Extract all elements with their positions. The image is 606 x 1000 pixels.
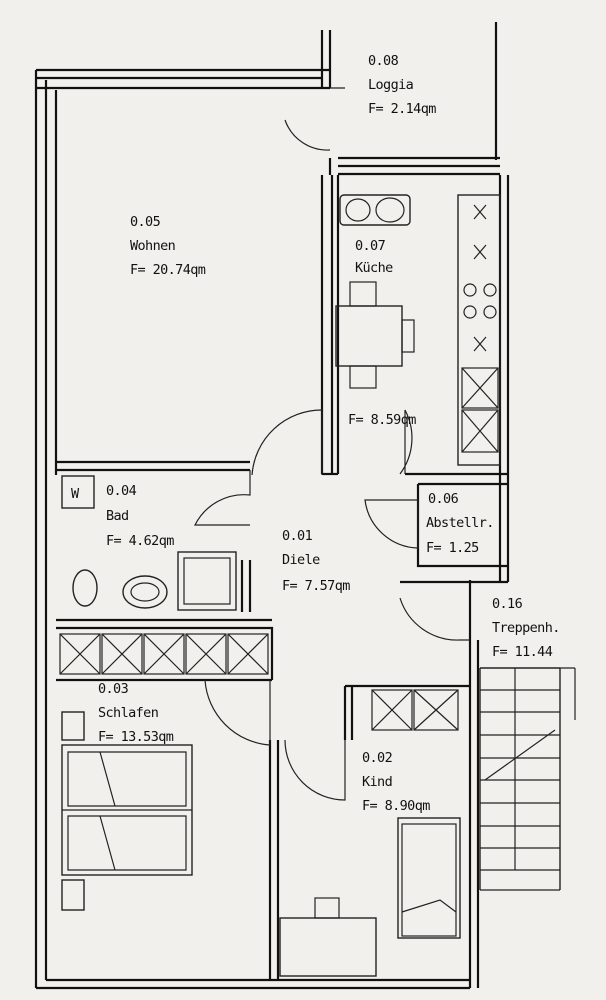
svg-text:0.05: 0.05	[130, 214, 161, 230]
room-label-abstellr: 0.06 Abstellr. F= 1.25	[426, 491, 494, 556]
kitchen-fixtures	[335, 194, 501, 466]
svg-text:F= 13.53qm: F= 13.53qm	[98, 729, 174, 745]
exterior-walls	[34, 22, 510, 990]
bathroom-fixtures: W	[61, 475, 237, 611]
washer-icon	[61, 475, 95, 509]
svg-text:0.16: 0.16	[492, 596, 523, 612]
svg-text:Abstellr.: Abstellr.	[426, 515, 494, 531]
svg-text:0.01: 0.01	[282, 528, 313, 544]
sink-icon	[122, 575, 168, 609]
svg-text:F= 20.74qm: F= 20.74qm	[130, 262, 206, 278]
single-bed	[397, 817, 461, 939]
svg-text:F= 2.14qm: F= 2.14qm	[368, 101, 436, 117]
svg-text:F= 4.62qm: F= 4.62qm	[106, 533, 174, 549]
svg-text:F= 7.57qm: F= 7.57qm	[282, 578, 350, 594]
storage-door	[364, 499, 419, 549]
svg-text:Küche: Küche	[355, 260, 393, 276]
loggia-door	[284, 87, 345, 151]
svg-text:F= 8.90qm: F= 8.90qm	[362, 798, 430, 814]
svg-text:0.08: 0.08	[368, 53, 399, 69]
toilet-icon	[72, 569, 98, 607]
staircase	[479, 667, 576, 891]
svg-text:F= 11.44: F= 11.44	[492, 644, 553, 660]
room-label-loggia: 0.08 Loggia F= 2.14qm	[368, 53, 437, 117]
room-label-diele: 0.01 Diele F= 7.57qm	[282, 528, 351, 594]
kitchen-door	[251, 409, 323, 476]
svg-text:F= 8.59qm: F= 8.59qm	[348, 412, 416, 428]
svg-text:0.06: 0.06	[428, 491, 459, 507]
interior-walls	[56, 175, 508, 980]
desk	[279, 917, 377, 977]
room-label-kueche: 0.07 Küche F= 8.59qm	[348, 238, 417, 428]
svg-text:Wohnen: Wohnen	[130, 238, 175, 254]
svg-text:Bad: Bad	[106, 508, 129, 524]
svg-text:Diele: Diele	[282, 552, 320, 568]
wardrobe	[59, 633, 459, 731]
svg-text:F= 1.25: F= 1.25	[426, 540, 479, 556]
bedroom-door	[204, 679, 271, 746]
room-label-bad: 0.04 Bad F= 4.62qm	[106, 483, 175, 549]
room-label-schlafen: 0.03 Schlafen F= 13.53qm	[98, 681, 174, 745]
svg-text:Kind: Kind	[362, 774, 392, 790]
room-label-wohnen: 0.05 Wohnen F= 20.74qm	[130, 214, 206, 278]
bath-door	[194, 470, 251, 526]
svg-text:Loggia: Loggia	[368, 77, 413, 93]
svg-text:W: W	[71, 486, 80, 502]
svg-text:Schlafen: Schlafen	[98, 705, 158, 721]
room-label-kind: 0.02 Kind F= 8.90qm	[362, 750, 431, 814]
room-label-treppenhaus: 0.16 Treppenh. F= 11.44	[492, 596, 560, 660]
kitchen-door-2	[399, 409, 413, 475]
doors	[194, 87, 470, 801]
stair-door	[399, 597, 470, 641]
bedroom-furniture	[61, 711, 461, 977]
svg-text:0.07: 0.07	[355, 238, 386, 254]
svg-text:0.04: 0.04	[106, 483, 137, 499]
svg-text:0.03: 0.03	[98, 681, 129, 697]
child-door	[284, 739, 346, 801]
svg-text:0.02: 0.02	[362, 750, 392, 766]
svg-text:Treppenh.: Treppenh.	[492, 620, 560, 636]
